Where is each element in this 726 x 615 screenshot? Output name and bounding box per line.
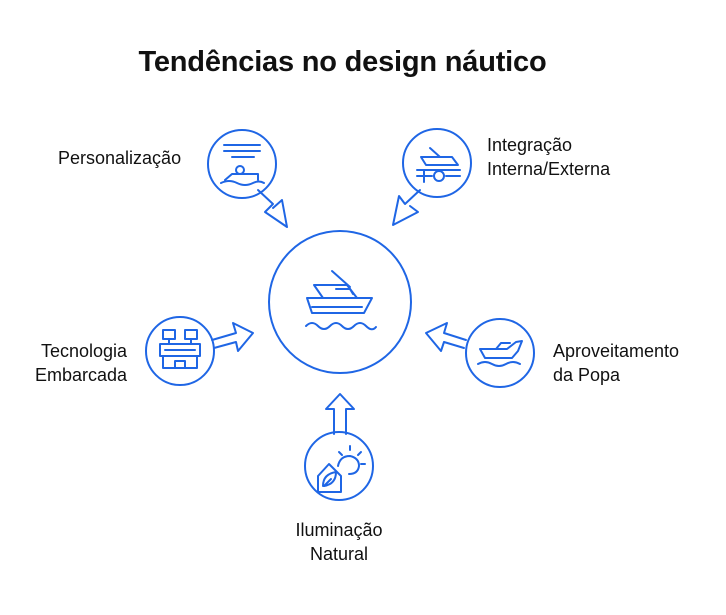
node-popa: [425, 318, 535, 388]
yacht-on-waves-icon: [305, 270, 377, 331]
speedboat-icon: [477, 340, 523, 367]
label-line: Integração: [487, 135, 573, 155]
label-popa: Aproveitamento da Popa: [553, 339, 679, 387]
node-circle: [304, 431, 374, 501]
node-tecnologia: [145, 316, 254, 386]
label-iluminacao: Iluminação Natural: [289, 518, 389, 566]
customization-boat-icon: [220, 144, 265, 186]
node-circle: [402, 128, 472, 198]
label-line: da Popa: [553, 365, 621, 385]
center-circle: [268, 230, 412, 374]
node-circle: [207, 129, 277, 199]
node-integracao: [392, 128, 472, 226]
label-line: Iluminação: [295, 520, 383, 540]
node-personalizacao: [207, 129, 288, 228]
arrow-left-up-icon: [425, 322, 467, 352]
natural-light-icon: [317, 445, 366, 493]
page-title: Tendências no design náutico: [138, 46, 547, 78]
label-personalizacao: Personalização: [58, 146, 181, 170]
label-line: Interna/Externa: [487, 159, 611, 179]
arrow-right-down-icon: [257, 189, 288, 228]
node-circle: [465, 318, 535, 388]
label-line: Embarcada: [34, 365, 127, 385]
label-line: Aproveitamento: [553, 341, 680, 361]
label-line: Personalização: [58, 148, 182, 168]
label-integracao: Integração Interna/Externa: [487, 133, 610, 181]
label-line: Natural: [309, 544, 369, 564]
center-hub: [268, 230, 412, 374]
onboard-tech-icon: [159, 329, 201, 369]
arrow-left-down-icon: [392, 189, 421, 226]
arrow-up-icon: [325, 393, 355, 435]
node-iluminacao: [304, 393, 374, 501]
label-line: Tecnologia: [40, 341, 127, 361]
arrow-right-up-icon: [211, 322, 254, 352]
node-circle: [145, 316, 215, 386]
boat-integration-icon: [416, 147, 461, 183]
label-tecnologia: Tecnologia Embarcada: [30, 339, 127, 387]
